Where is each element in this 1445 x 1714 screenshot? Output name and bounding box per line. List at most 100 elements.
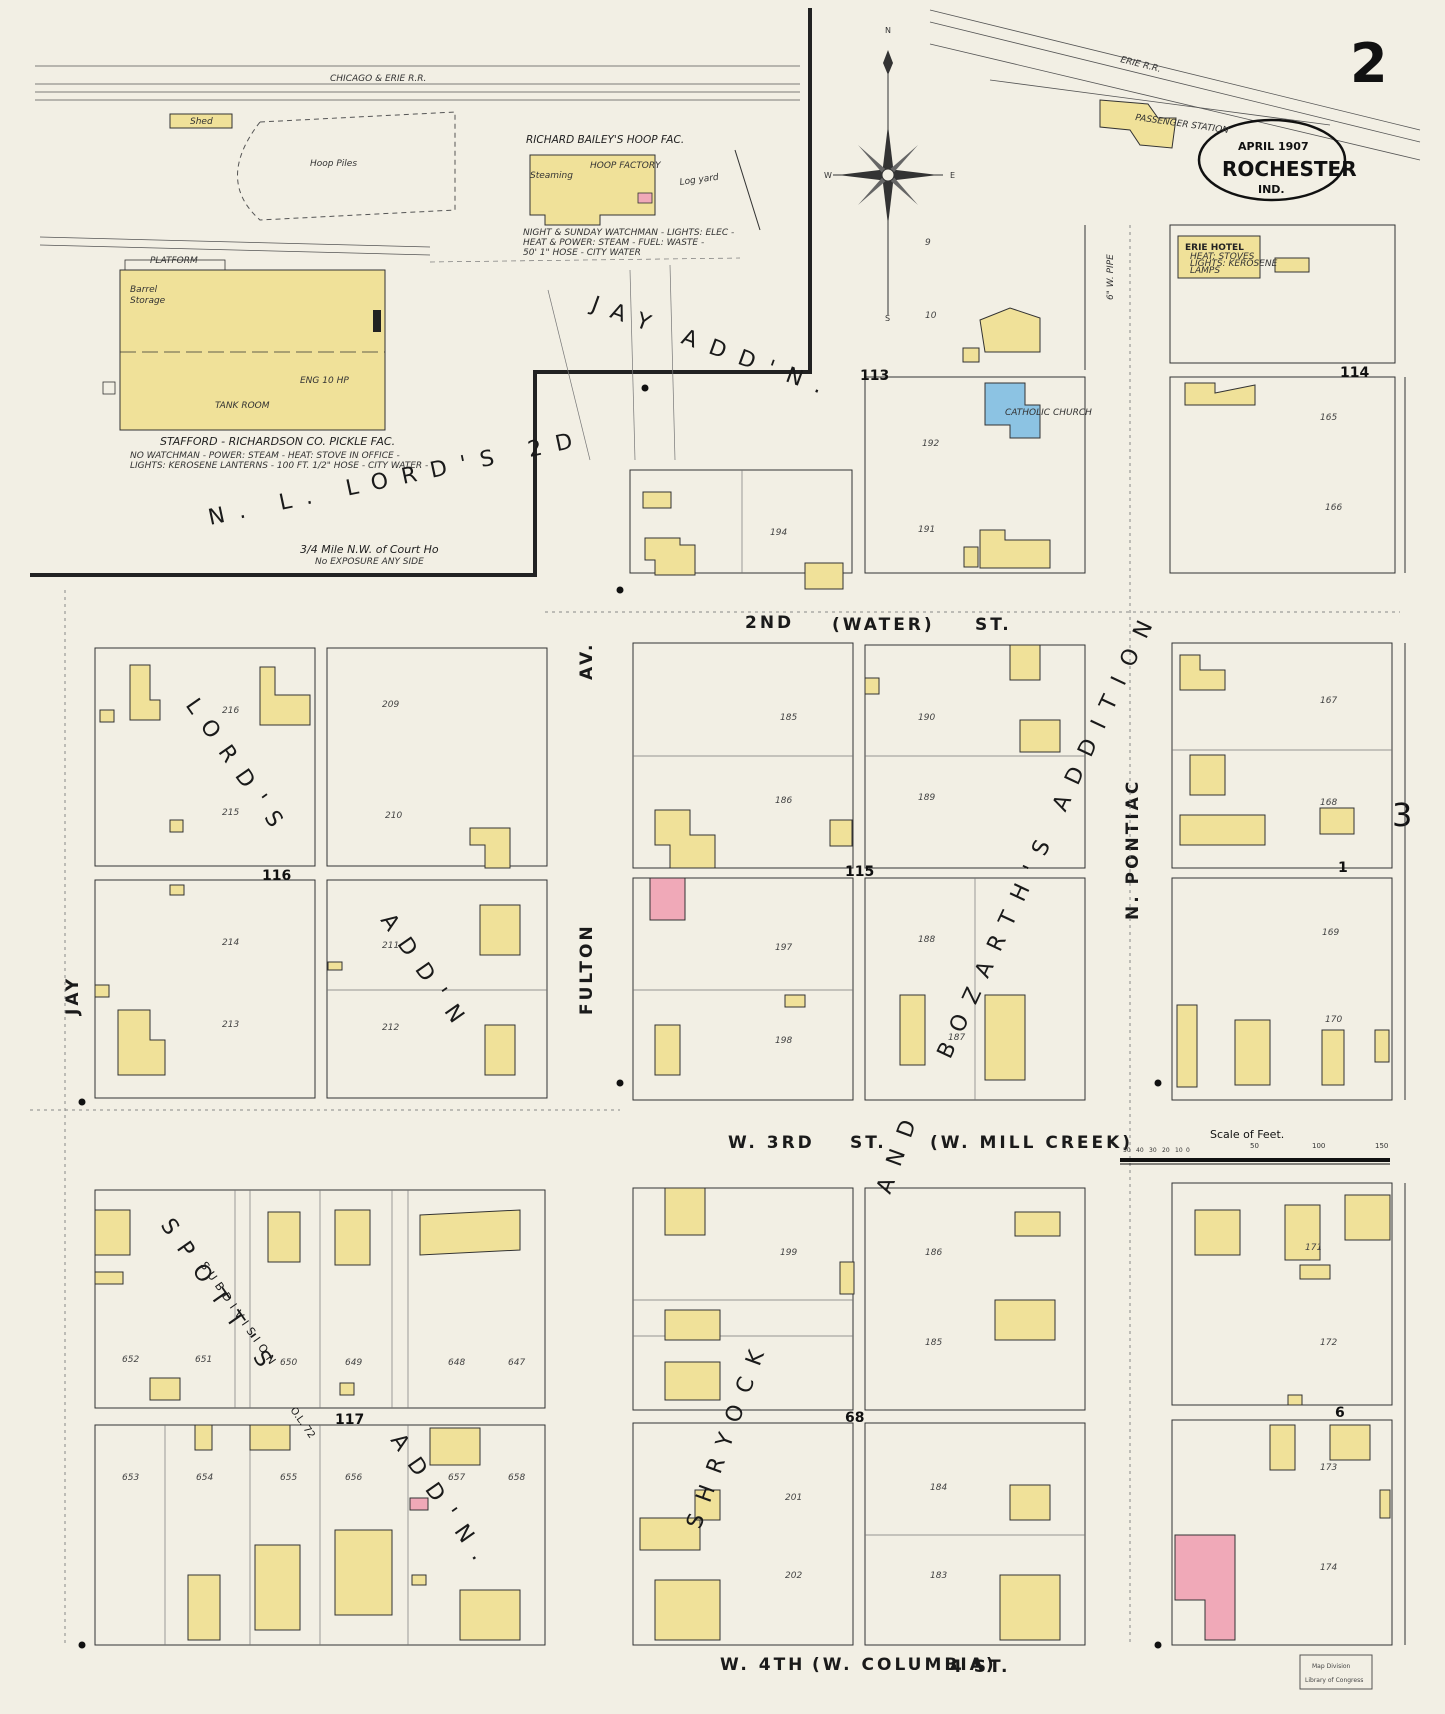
scale-tick-6: 50 xyxy=(1250,1142,1259,1150)
scale-tick-2: 30 xyxy=(1149,1147,1157,1154)
engine-label: ENG 10 HP xyxy=(300,376,349,386)
fourth-st-label-b: (W. COLUMBIA) xyxy=(812,1655,997,1675)
stamp-line-2: Library of Congress xyxy=(1305,1677,1363,1684)
fulton-av-label: AV. xyxy=(577,642,597,680)
water-pipes: 6" W. PIPE xyxy=(30,225,1400,1645)
bailey-note-2: HEAT & POWER: STEAM - FUEL: WASTE - xyxy=(523,238,704,248)
lot-210: 210 xyxy=(385,811,402,821)
bailey-name: RICHARD BAILEY'S HOOP FAC. xyxy=(526,134,684,146)
lot-186b: 186 xyxy=(925,1248,942,1258)
lot-215: 215 xyxy=(222,808,239,818)
compass-rose: N S E W xyxy=(824,26,955,323)
lot-174: 174 xyxy=(1320,1563,1337,1573)
scale-tick-1: 40 xyxy=(1136,1147,1144,1154)
lot-213: 213 xyxy=(222,1020,239,1030)
lot-216: 216 xyxy=(222,706,239,716)
library-stamp: Map Division Library of Congress xyxy=(1299,1654,1373,1690)
lot-9: 9 xyxy=(925,238,931,248)
shed-label: Shed xyxy=(190,117,213,127)
lot-188: 188 xyxy=(918,935,935,945)
compass-s: S xyxy=(885,314,890,323)
lot-189: 189 xyxy=(918,793,935,803)
second-st-label-a: 2ND xyxy=(745,613,794,633)
lot-199: 199 xyxy=(780,1248,797,1258)
lot-647: 647 xyxy=(508,1358,525,1368)
stafford-pickle-factory: PLATFORM Barrel Storage TANK ROOM ENG 10… xyxy=(102,256,428,471)
lot-649: 649 xyxy=(345,1358,362,1368)
third-st-label-b: ST. xyxy=(850,1133,887,1153)
scale-tick-4: 10 xyxy=(1175,1147,1183,1154)
adjacent-sheet-number: 3 xyxy=(1392,796,1412,834)
block-6: 6 xyxy=(1335,1405,1345,1421)
scale-tick-8: 150 xyxy=(1375,1142,1388,1150)
third-st-label-a: W. 3RD xyxy=(728,1133,815,1153)
title-cartouche xyxy=(1197,118,1347,202)
lot-170: 170 xyxy=(1325,1015,1342,1025)
lot-185b: 185 xyxy=(925,1338,942,1348)
lot-183: 183 xyxy=(930,1571,947,1581)
lot-214: 214 xyxy=(222,938,239,948)
block-1: 1 xyxy=(1338,860,1348,876)
lot-656: 656 xyxy=(345,1473,362,1483)
lot-209: 209 xyxy=(382,700,399,710)
brick-building-pontiac xyxy=(1174,1534,1236,1641)
stafford-name: STAFFORD - RICHARDSON CO. PICKLE FAC. xyxy=(160,435,395,448)
tank-room-label: TANK ROOM xyxy=(215,401,270,411)
scale-title: Scale of Feet. xyxy=(1210,1128,1284,1141)
hotel-outbuilding xyxy=(1274,257,1310,273)
lot-651: 651 xyxy=(195,1355,212,1365)
stafford-note-1: NO WATCHMAN - POWER: STEAM - HEAT: STOVE… xyxy=(130,451,400,461)
hoop-factory-label: HOOP FACTORY xyxy=(590,161,662,171)
compass-n: N xyxy=(885,26,891,35)
block-114: 114 xyxy=(1340,365,1369,381)
compass-e: E xyxy=(950,171,955,180)
erie-railroad: ERIE R.R. xyxy=(929,9,1421,161)
lot-652: 652 xyxy=(122,1355,139,1365)
lot-185: 185 xyxy=(780,713,797,723)
lot-number-labels: 9 10 192 191 165 166 194 209 216 215 210… xyxy=(122,238,1342,1581)
sheet-number: 2 xyxy=(1350,32,1388,95)
block-68: 68 xyxy=(845,1410,864,1426)
stafford-note-2: LIGHTS: KEROSENE LANTERNS - 100 FT. 1/2"… xyxy=(130,461,428,471)
lot-212: 212 xyxy=(382,1023,399,1033)
lot-194: 194 xyxy=(770,528,787,538)
scale-bar: Scale of Feet. 50 40 30 20 10 0 50 100 1… xyxy=(1120,1128,1390,1165)
water-pipe-label: 6" W. PIPE xyxy=(1106,254,1116,300)
title-state: IND. xyxy=(1258,183,1285,196)
lot-198: 198 xyxy=(775,1036,792,1046)
church-label: CATHOLIC CHURCH xyxy=(1005,408,1092,418)
lot-658: 658 xyxy=(508,1473,525,1483)
title-city: ROCHESTER xyxy=(1222,157,1357,181)
frame-buildings xyxy=(94,307,1391,1641)
title-date: APRIL 1907 xyxy=(1238,140,1309,153)
bailey-note-1: NIGHT & SUNDAY WATCHMAN - LIGHTS: ELEC - xyxy=(523,228,734,238)
lot-650: 650 xyxy=(280,1358,297,1368)
hoop-piles-outline xyxy=(237,111,456,221)
hotel-note-2: LIGHTS: KEROSENE xyxy=(1190,259,1278,269)
chicago-erie-rr-label: CHICAGO & ERIE R.R. xyxy=(330,74,426,84)
hotel-note-1: HEAT: STOVES xyxy=(1190,252,1255,262)
hydrants xyxy=(78,384,1162,1649)
second-st-label-b: (WATER) xyxy=(832,615,935,635)
lot-202: 202 xyxy=(785,1571,802,1581)
scale-tick-3: 20 xyxy=(1162,1147,1170,1154)
lot-169: 169 xyxy=(1322,928,1339,938)
shed-building xyxy=(169,113,233,129)
block-outlines xyxy=(94,224,1406,1646)
lot-657: 657 xyxy=(448,1473,465,1483)
steaming-label: Steaming xyxy=(530,171,573,181)
lot-190: 190 xyxy=(918,713,935,723)
lot-165: 165 xyxy=(1320,413,1337,423)
lot-654: 654 xyxy=(196,1473,213,1483)
hoop-piles-label: Hoop Piles xyxy=(310,159,357,169)
block-117: 117 xyxy=(335,1412,364,1428)
lot-201: 201 xyxy=(785,1493,802,1503)
compass-w: W xyxy=(824,171,832,180)
storage-label: Storage xyxy=(130,296,166,306)
brick-building-fulton xyxy=(649,877,686,921)
second-st-label-c: ST. xyxy=(975,615,1012,635)
map-boundary-line xyxy=(30,8,812,577)
third-st-label-c: (W. MILL CREEK) xyxy=(930,1133,1133,1153)
block-115: 115 xyxy=(845,864,874,880)
